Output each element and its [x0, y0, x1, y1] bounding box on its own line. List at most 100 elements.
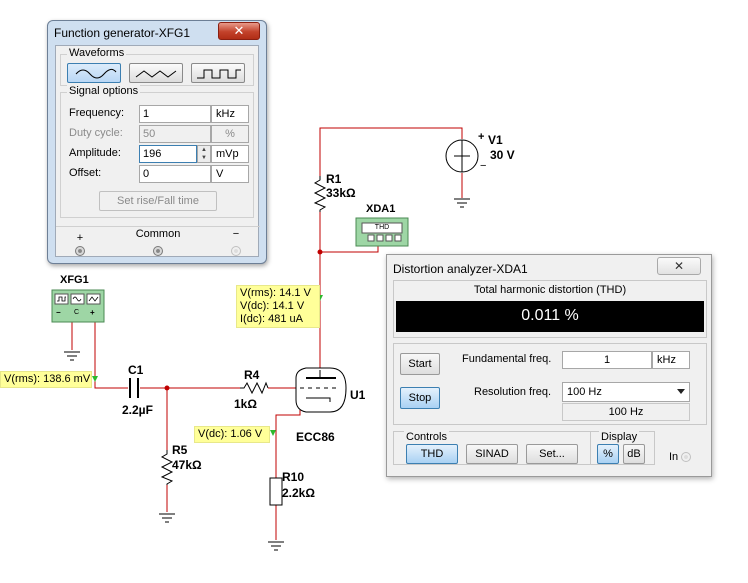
xfg1-label: XFG1 [60, 274, 89, 286]
u1-name-label: U1 [350, 388, 366, 402]
v1-plus-label: + [478, 131, 485, 143]
set-button[interactable]: Set... [526, 444, 578, 464]
plus-terminal-icon[interactable] [75, 246, 85, 256]
probe-input[interactable]: V(rms): 138.6 mV [0, 371, 92, 388]
resolution-freq-readout: 100 Hz [562, 403, 690, 421]
spin-up-icon[interactable]: ▲ [201, 147, 207, 153]
frequency-field[interactable]: 1 [139, 105, 211, 123]
db-button[interactable]: dB [623, 444, 645, 464]
amplitude-spinner[interactable]: ▲ ▼ [197, 145, 211, 163]
chevron-down-icon [677, 389, 685, 394]
probe-plate[interactable]: V(rms): 14.1 V V(dc): 14.1 V I(dc): 481 … [236, 285, 320, 328]
r4-value-label: 1kΩ [234, 397, 257, 411]
wire-cathode-r10 [275, 410, 301, 540]
sine-wave-button[interactable] [67, 63, 121, 83]
duty-cycle-label: Duty cycle: [69, 127, 123, 139]
close-button[interactable]: ✕ [218, 22, 260, 40]
junction-dot [164, 385, 170, 391]
resolution-freq-value: 100 Hz [567, 386, 602, 398]
set-rise-fall-button[interactable]: Set rise/Fall time [99, 191, 217, 211]
v1-name-label: V1 [488, 133, 503, 147]
triangle-wave-button[interactable] [129, 63, 183, 83]
duty-cycle-field[interactable]: 50 [139, 125, 211, 143]
settings-panel: Start Stop Fundamental freq. 1 kHz Resol… [393, 343, 707, 425]
r10-value-label: 2.2kΩ [282, 486, 315, 500]
generator-panel: Waveforms Signal options Frequency: 1 kH… [55, 45, 260, 257]
square-wave-button[interactable] [191, 63, 245, 83]
resolution-freq-label: Resolution freq. [474, 386, 552, 398]
sine-wave-icon [75, 68, 117, 79]
offset-field[interactable]: 0 [139, 165, 211, 183]
r1-resistor-icon[interactable] [313, 176, 327, 212]
c1-value-label: 2.2µF [122, 403, 153, 417]
stop-button[interactable]: Stop [400, 387, 440, 409]
minus-terminal-icon[interactable] [231, 246, 241, 256]
v1-minus-label: − [480, 160, 487, 172]
window-title: Function generator-XFG1 [54, 26, 191, 40]
c1-name-label: C1 [128, 363, 144, 377]
xda1-screen-text: THD [374, 224, 390, 231]
duty-cycle-unit[interactable]: % [211, 125, 249, 143]
frequency-label: Frequency: [69, 107, 125, 119]
wire-xda1 [320, 246, 379, 253]
thd-label: Total harmonic distortion (THD) [473, 284, 627, 296]
xda1-analyzer-icon[interactable] [355, 217, 409, 247]
offset-unit[interactable]: V [211, 165, 249, 183]
r5-resistor-icon[interactable] [160, 450, 174, 485]
common-terminal-icon[interactable] [153, 246, 163, 256]
frequency-unit[interactable]: kHz [211, 105, 249, 123]
xfg-terminal-common: C [74, 309, 80, 316]
r4-resistor-icon[interactable] [240, 381, 269, 395]
sinad-button[interactable]: SINAD [466, 444, 518, 464]
u1-type-label: ECC86 [296, 430, 335, 444]
waveforms-label: Waveforms [67, 47, 127, 59]
thd-display: 0.011 % [396, 301, 704, 332]
minus-terminal-label: − [232, 228, 240, 240]
probe-plate-line: V(dc): 14.1 V [240, 300, 305, 312]
c1-capacitor-icon[interactable] [129, 378, 139, 398]
close-button[interactable]: ✕ [657, 257, 701, 275]
display-group: Display % dB [590, 431, 652, 465]
r5-value-label: 47kΩ [172, 458, 202, 472]
offset-label: Offset: [69, 167, 102, 179]
thd-readout-panel: Total harmonic distortion (THD) 0.011 % [393, 280, 707, 338]
r10-resistor-icon[interactable] [269, 477, 283, 506]
window-title: Distortion analyzer-XDA1 [393, 262, 528, 276]
probe-cathode[interactable]: V(dc): 1.06 V [194, 426, 270, 443]
signal-options-label: Signal options [67, 85, 141, 97]
r1-value-label: 33kΩ [326, 186, 356, 200]
plus-terminal-label: + [76, 232, 84, 244]
fundamental-freq-field[interactable]: 1 [562, 351, 652, 369]
function-generator-window[interactable]: Function generator-XFG1 ✕ Waveforms Sign… [47, 20, 267, 264]
display-label: Display [599, 431, 640, 443]
amplitude-unit[interactable]: mVp [211, 145, 249, 163]
r4-name-label: R4 [244, 368, 260, 382]
input-terminal-label: In [669, 451, 679, 463]
common-terminal-label: Common [135, 228, 181, 240]
waveforms-group: Waveforms [60, 47, 254, 86]
v1-source-icon[interactable] [445, 139, 479, 173]
amplitude-field[interactable]: 196 [139, 145, 197, 163]
xfg-terminal-minus: − [56, 308, 61, 317]
u1-triode-icon[interactable] [295, 367, 347, 413]
v1-value-label: 30 V [490, 148, 515, 162]
controls-label: Controls [404, 431, 449, 443]
percent-button[interactable]: % [597, 444, 619, 464]
divider [56, 226, 260, 227]
wire-v1-r1 [319, 127, 463, 176]
distortion-analyzer-window[interactable]: Distortion analyzer-XDA1 ✕ Total harmoni… [386, 254, 712, 477]
fundamental-freq-unit[interactable]: kHz [652, 351, 690, 369]
r10-name-label: R10 [282, 470, 305, 484]
spin-down-icon[interactable]: ▼ [201, 155, 207, 161]
resolution-freq-select[interactable]: 100 Hz [562, 382, 690, 402]
ground-icon [64, 198, 470, 551]
thd-button[interactable]: THD [406, 444, 458, 464]
xfg1-generator-icon[interactable] [51, 289, 105, 323]
fundamental-freq-label: Fundamental freq. [462, 353, 552, 365]
probe-plate-line: V(rms): 14.1 V [240, 287, 311, 299]
start-button[interactable]: Start [400, 353, 440, 375]
square-wave-icon [197, 69, 241, 79]
input-terminal-icon[interactable] [681, 452, 691, 462]
r1-name-label: R1 [326, 172, 342, 186]
